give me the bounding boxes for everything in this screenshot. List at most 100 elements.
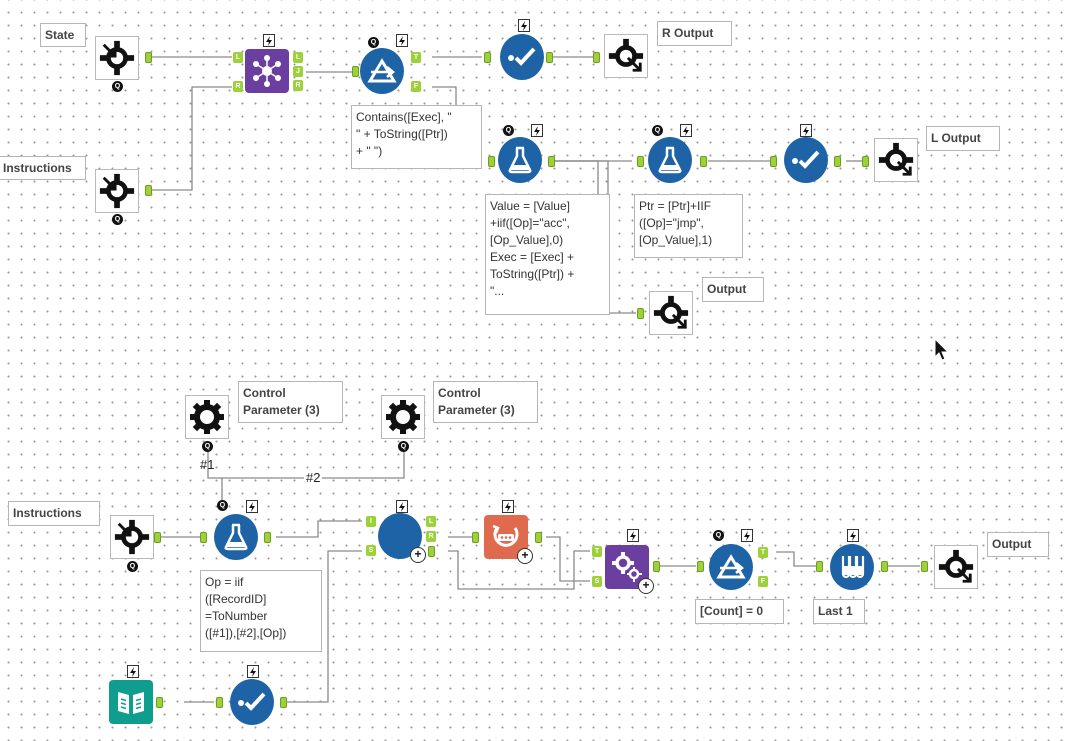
question-badge: Q	[652, 125, 663, 136]
control-parameter-2[interactable]	[381, 395, 425, 439]
batch-macro-tool[interactable]: +	[605, 545, 654, 594]
anchor-out[interactable]	[280, 697, 287, 708]
formula-tool-ptr[interactable]	[648, 137, 692, 183]
browse-tool-bottom[interactable]	[230, 679, 274, 725]
anchor-in[interactable]	[488, 156, 495, 167]
control-parameter-icon	[190, 400, 224, 434]
anchor-in[interactable]	[200, 532, 207, 543]
macro-output-r[interactable]	[604, 34, 648, 78]
anchor-out[interactable]	[653, 561, 660, 572]
join-right-input[interactable]: R	[233, 81, 243, 92]
macro-input-instructions-top[interactable]	[95, 169, 139, 213]
anchor-in[interactable]	[216, 697, 223, 708]
join-left-input[interactable]: L	[233, 52, 243, 63]
anchor-in[interactable]	[637, 308, 644, 319]
browse-icon	[230, 679, 274, 725]
anchor-in[interactable]	[637, 156, 644, 167]
browse-tool-top[interactable]	[500, 34, 544, 80]
macro-output-icon	[938, 549, 974, 583]
batch-input-t[interactable]: T	[592, 546, 602, 557]
browse-icon	[500, 34, 544, 80]
macro-out-r[interactable]: R	[426, 531, 436, 542]
wire-formula-macro	[276, 520, 362, 538]
sample-tool[interactable]	[830, 544, 874, 590]
join-icon	[245, 49, 289, 93]
filter2-true-output[interactable]: T	[758, 547, 768, 558]
anchor-out[interactable]	[145, 185, 152, 196]
wire-filter-sample	[776, 551, 816, 567]
filter-icon	[360, 48, 404, 94]
filter-tool-bottom[interactable]	[709, 544, 753, 590]
macro-out-l[interactable]: L	[426, 516, 436, 527]
join-out-j[interactable]: J	[293, 66, 303, 77]
anchor-out[interactable]	[154, 532, 161, 543]
anchor-in[interactable]	[770, 156, 777, 167]
iterative-macro-tool[interactable]: +	[378, 513, 426, 563]
anchor-in[interactable]	[921, 561, 928, 572]
anchor-in[interactable]	[484, 52, 491, 63]
macro-input-icon	[99, 40, 135, 76]
bolt-icon	[800, 124, 812, 137]
bolt-icon	[847, 529, 859, 542]
text-input-tool[interactable]	[109, 680, 153, 724]
state-note: State	[40, 23, 86, 47]
bolt-icon	[741, 529, 753, 542]
bolt-icon	[627, 529, 639, 542]
iterative-macro-icon: +	[378, 513, 426, 563]
anchor-in[interactable]	[697, 561, 704, 572]
bolt-icon	[502, 500, 514, 513]
anchor-out[interactable]	[834, 156, 841, 167]
macro-output-bottom[interactable]	[934, 545, 978, 589]
filter2-false-output[interactable]: F	[758, 576, 768, 587]
plus-icon: +	[638, 578, 654, 594]
wire-browse-macro	[286, 550, 362, 703]
anchor-in[interactable]	[593, 52, 600, 63]
anchor-out[interactable]	[156, 697, 163, 708]
question-badge: Q	[112, 81, 123, 92]
plus-icon: +	[410, 547, 426, 563]
macro-input-icon	[114, 519, 150, 555]
anchor-out[interactable]	[145, 52, 152, 63]
macro-input-instructions-bottom[interactable]	[110, 515, 154, 559]
anchor-out[interactable]	[535, 532, 542, 543]
anchor-out[interactable]	[881, 561, 888, 572]
anchor-in[interactable]	[816, 561, 823, 572]
generate-rows-tool[interactable]: +	[484, 515, 533, 564]
macro-output-mid[interactable]	[649, 291, 693, 335]
instructions-note-top: Instructions	[0, 156, 86, 180]
formula-tool-op[interactable]	[214, 514, 258, 560]
join-tool[interactable]	[245, 49, 289, 93]
filter-icon	[709, 544, 753, 590]
value-exec-note: Value = [Value] +iif([Op]="acc", [Op_Val…	[485, 194, 610, 315]
browse-tool-top-2[interactable]	[784, 137, 828, 183]
question-badge: Q	[202, 441, 213, 452]
generate-rows-icon: +	[484, 515, 533, 564]
batch-input-s[interactable]: S	[592, 576, 602, 587]
anchor-out[interactable]	[548, 156, 555, 167]
anchor-out[interactable]	[264, 532, 271, 543]
formula-tool-value[interactable]	[498, 137, 542, 183]
filter-true-output[interactable]: T	[411, 52, 421, 63]
control-parameter-1[interactable]	[185, 395, 229, 439]
macro-input-state[interactable]	[95, 36, 139, 80]
anchor-in[interactable]	[862, 156, 869, 167]
join-out-l[interactable]: L	[293, 52, 303, 63]
bolt-icon	[263, 34, 275, 47]
question-badge: Q	[217, 500, 228, 511]
filter-tool-top[interactable]	[360, 48, 404, 94]
macro-output-l[interactable]	[874, 138, 918, 182]
anchor-out[interactable]	[700, 156, 707, 167]
control-parameter-icon	[386, 400, 420, 434]
macro-input-i[interactable]: I	[366, 516, 376, 527]
macro-input-s[interactable]: S	[366, 545, 376, 556]
instructions-note-bottom: Instructions	[8, 501, 100, 526]
anchor-out[interactable]	[428, 546, 435, 557]
macro-input-icon	[99, 173, 135, 209]
anchor-in[interactable]	[472, 532, 479, 543]
join-out-r[interactable]: R	[293, 80, 303, 91]
question-badge: Q	[112, 214, 123, 225]
filter-false-output[interactable]: F	[411, 81, 421, 92]
anchor-out[interactable]	[546, 52, 553, 63]
anchor-in[interactable]	[352, 66, 359, 77]
